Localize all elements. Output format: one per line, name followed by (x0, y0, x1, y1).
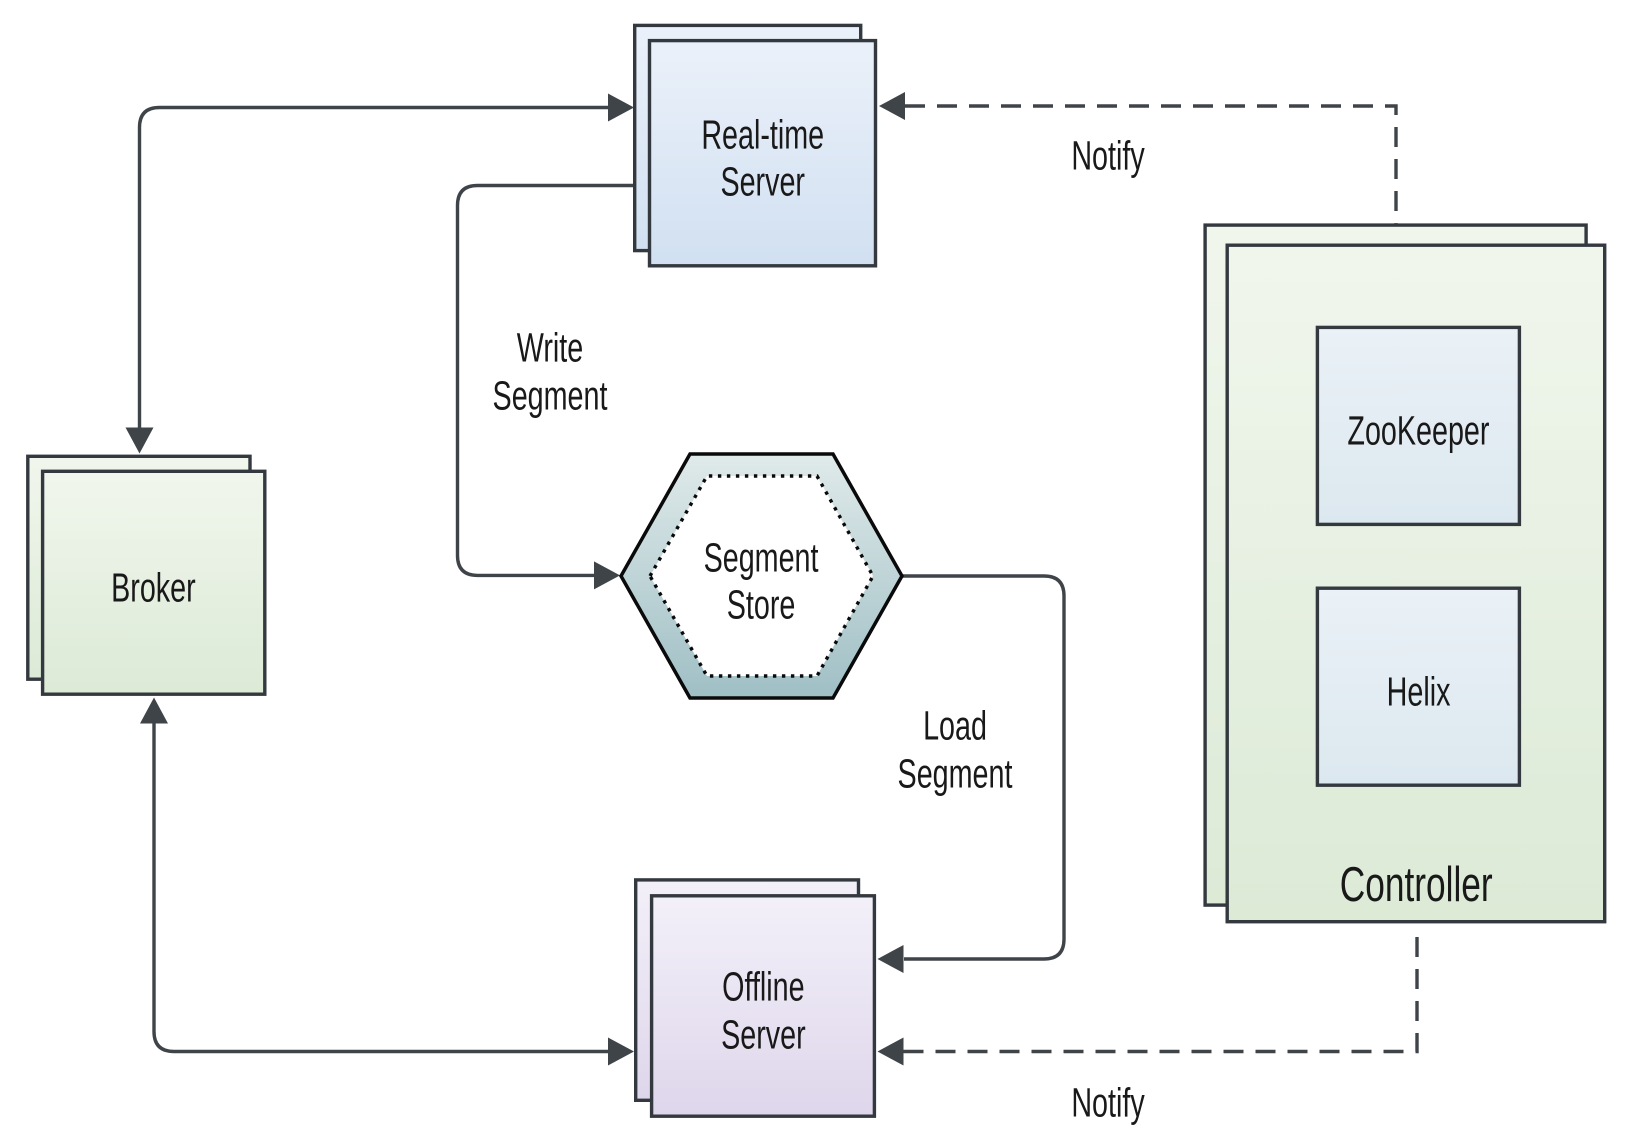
arrowhead-into-realtime-right (879, 92, 905, 120)
arrowhead-into-segment-store (594, 561, 620, 590)
arrowhead-into-broker-top (125, 427, 154, 454)
edge-broker-offline (152, 722, 609, 1054)
arrowhead-into-broker-bottom (140, 697, 168, 724)
arrowhead-into-offline-right-bottom (877, 1037, 904, 1066)
edge-write-segment (455, 183, 634, 578)
realtime-server-box (647, 38, 878, 268)
edge-notify-offline (903, 925, 1419, 1054)
arrowhead-into-realtime-left (608, 93, 634, 122)
broker-box (40, 469, 267, 696)
offline-server-box (649, 894, 877, 1118)
edge-broker-realtime (137, 105, 609, 429)
zookeeper-box (1315, 325, 1522, 527)
edge-notify-realtime (905, 104, 1398, 224)
segment-store-hexagon-inner (648, 474, 875, 678)
arrowhead-into-offline-right-top (877, 945, 904, 973)
arrowhead-into-offline-left (608, 1037, 634, 1066)
helix-box (1315, 586, 1522, 787)
edge-load-segment (902, 574, 1066, 961)
